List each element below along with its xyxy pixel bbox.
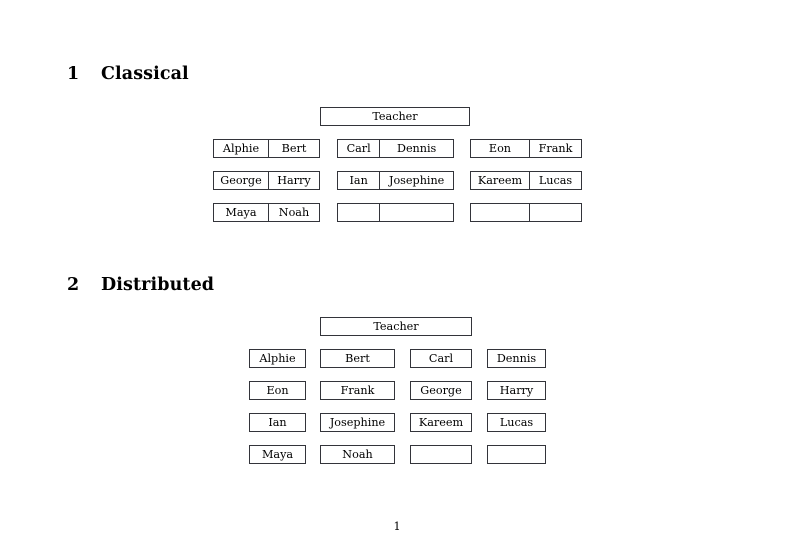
student-cell-empty (380, 204, 453, 221)
student-cell-empty (530, 204, 581, 221)
student-pair-box: Carl Dennis (337, 139, 454, 158)
student-box: Noah (320, 445, 395, 464)
student-box: Harry (487, 381, 546, 400)
section-heading-classical: 1 Classical (67, 64, 189, 84)
page-number: 1 (393, 520, 401, 533)
student-cell: Frank (538, 141, 573, 155)
student-box: Eon (249, 381, 306, 400)
student-cell: Noah (278, 205, 310, 219)
teacher-box-distributed: Teacher (320, 317, 472, 336)
student-cell: Kareem (471, 172, 530, 189)
student-pair-box-empty (470, 203, 582, 222)
student-box: Bert (320, 349, 395, 368)
student-cell: Carl (338, 140, 381, 157)
student-box: Maya (249, 445, 306, 464)
section-number: 1 (67, 64, 80, 84)
student-cell: Josephine (388, 173, 445, 187)
student-cell-empty (338, 204, 381, 221)
student-pair-box: Eon Frank (470, 139, 582, 158)
student-pair-box-empty (337, 203, 454, 222)
student-cell: George (214, 172, 269, 189)
section-number: 2 (67, 275, 80, 295)
student-cell: Harry (277, 173, 311, 187)
student-box-empty (487, 445, 546, 464)
student-box: Frank (320, 381, 395, 400)
student-box: Lucas (487, 413, 546, 432)
section-heading-distributed: 2 Distributed (67, 275, 214, 295)
section-title: Distributed (101, 275, 215, 295)
student-pair-box: Alphie Bert (213, 139, 320, 158)
student-pair-box: George Harry (213, 171, 320, 190)
student-box: Alphie (249, 349, 306, 368)
student-cell: Lucas (538, 173, 573, 187)
student-cell: Bert (281, 141, 307, 155)
student-box: Carl (410, 349, 472, 368)
student-box: Ian (249, 413, 306, 432)
student-box: Dennis (487, 349, 546, 368)
student-pair-box: Kareem Lucas (470, 171, 582, 190)
student-cell: Dennis (396, 141, 437, 155)
student-cell: Alphie (214, 140, 269, 157)
student-cell: Eon (471, 140, 530, 157)
teacher-box-classical: Teacher (320, 107, 470, 126)
student-cell: Ian (338, 172, 381, 189)
student-box-empty (410, 445, 472, 464)
student-box: Josephine (320, 413, 395, 432)
section-title: Classical (101, 64, 189, 84)
student-pair-box: Ian Josephine (337, 171, 454, 190)
student-pair-box: Maya Noah (213, 203, 320, 222)
student-cell-empty (471, 204, 530, 221)
student-cell: Maya (214, 204, 269, 221)
student-box: George (410, 381, 472, 400)
student-box: Kareem (410, 413, 472, 432)
